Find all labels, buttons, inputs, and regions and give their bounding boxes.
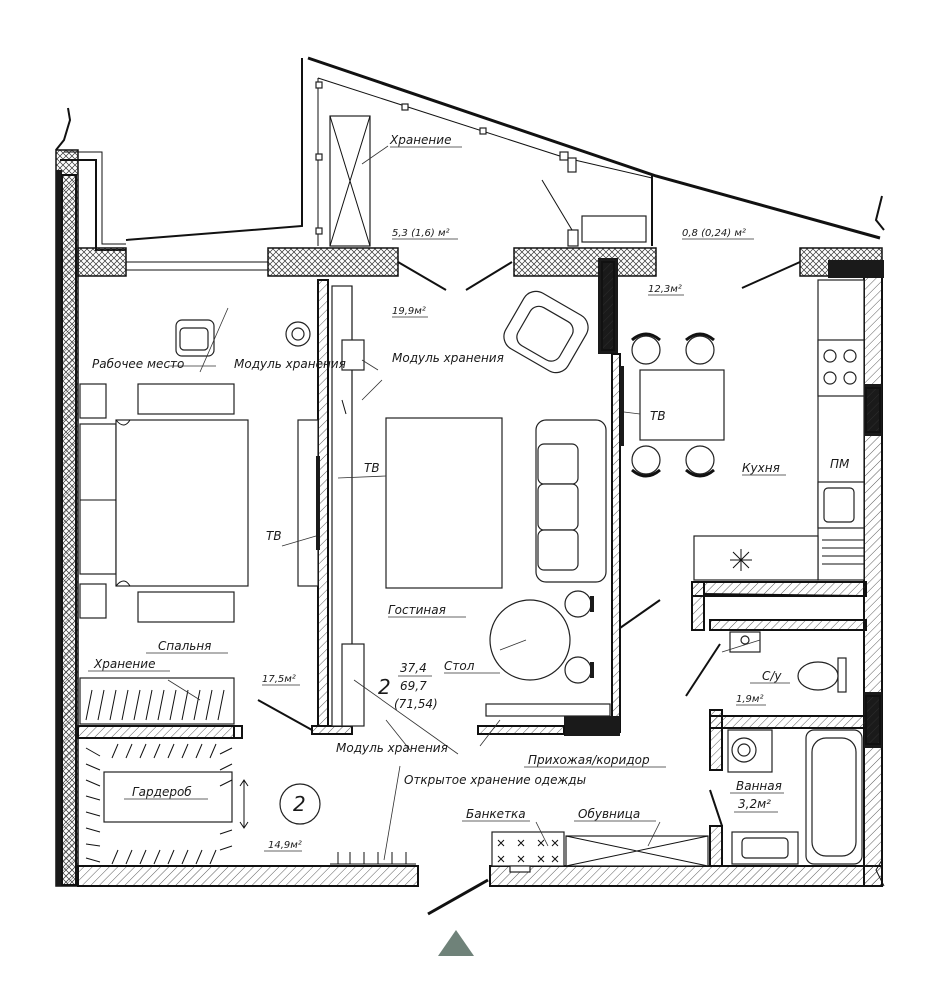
label-kitchen-area: 12,3м²: [648, 284, 682, 295]
entrance-marker-icon: [438, 930, 474, 956]
balcony: [77, 56, 884, 291]
label-wc-area: 1,9м²: [736, 694, 763, 705]
label-hallway: Прихожая/коридор: [528, 753, 650, 767]
label-storage-module-top: Модуль хранения: [392, 351, 504, 365]
label-tv-hall: ТВ: [364, 461, 380, 475]
label-apartment-number: 2: [378, 675, 391, 699]
label-storage-module-bottom: Модуль хранения: [336, 741, 448, 755]
label-bedroom: Спальня: [158, 639, 211, 653]
label-bench: Банкетка: [466, 807, 526, 821]
labels: Хранение 5,3 (1,6) м² 0,8 (0,24) м² 19,9…: [88, 133, 850, 852]
label-tv-bedroom: ТВ: [266, 529, 282, 543]
label-table: Стол: [444, 659, 475, 673]
label-wc: С/у: [762, 669, 782, 683]
label-apt-area-total-balc: (71,54): [394, 697, 438, 711]
label-apt-area-total: 69,7: [400, 679, 427, 693]
label-storage-bedroom: Хранение: [93, 657, 155, 671]
label-kitchen: Кухня: [742, 461, 780, 475]
bathrooms: [727, 631, 863, 865]
label-workspace: Рабочее место: [92, 357, 184, 371]
hallway: [85, 679, 709, 916]
label-open-storage: Открытое хранение одежды: [404, 773, 586, 787]
leader-lines: [167, 145, 761, 701]
label-pm: ПМ: [830, 457, 850, 471]
label-wardrobe-number: 2: [293, 792, 306, 816]
label-storage-module-bed-text: Модуль хранения: [234, 357, 346, 371]
label-storage-module-bed: Модуль хранения: [234, 357, 346, 371]
label-balcony-left-area: 5,3 (1,6) м²: [392, 228, 450, 239]
label-balcony-right-area: 0,8 (0,24) м²: [682, 228, 746, 239]
label-apt-area-living: 37,4: [400, 661, 427, 675]
label-shoe-rack: Обувница: [578, 807, 640, 821]
label-living-room: Гостиная: [388, 603, 446, 617]
label-wardrobe: Гардероб: [132, 785, 192, 799]
living-room: [331, 285, 624, 747]
label-tv-kitchen: ТВ: [650, 409, 666, 423]
label-bedroom-area: 17,5м²: [262, 674, 296, 685]
label-bathroom: Ванная: [736, 779, 782, 793]
label-bathroom-area: 3,2м²: [738, 797, 771, 811]
label-hall-area: 19,9м²: [392, 306, 426, 317]
label-wardrobe-area: 14,9м²: [268, 840, 302, 851]
kitchen: [631, 279, 865, 581]
bedroom: [79, 307, 320, 731]
label-balcony-storage: Хранение: [389, 133, 451, 147]
outer-walls: [55, 107, 885, 887]
